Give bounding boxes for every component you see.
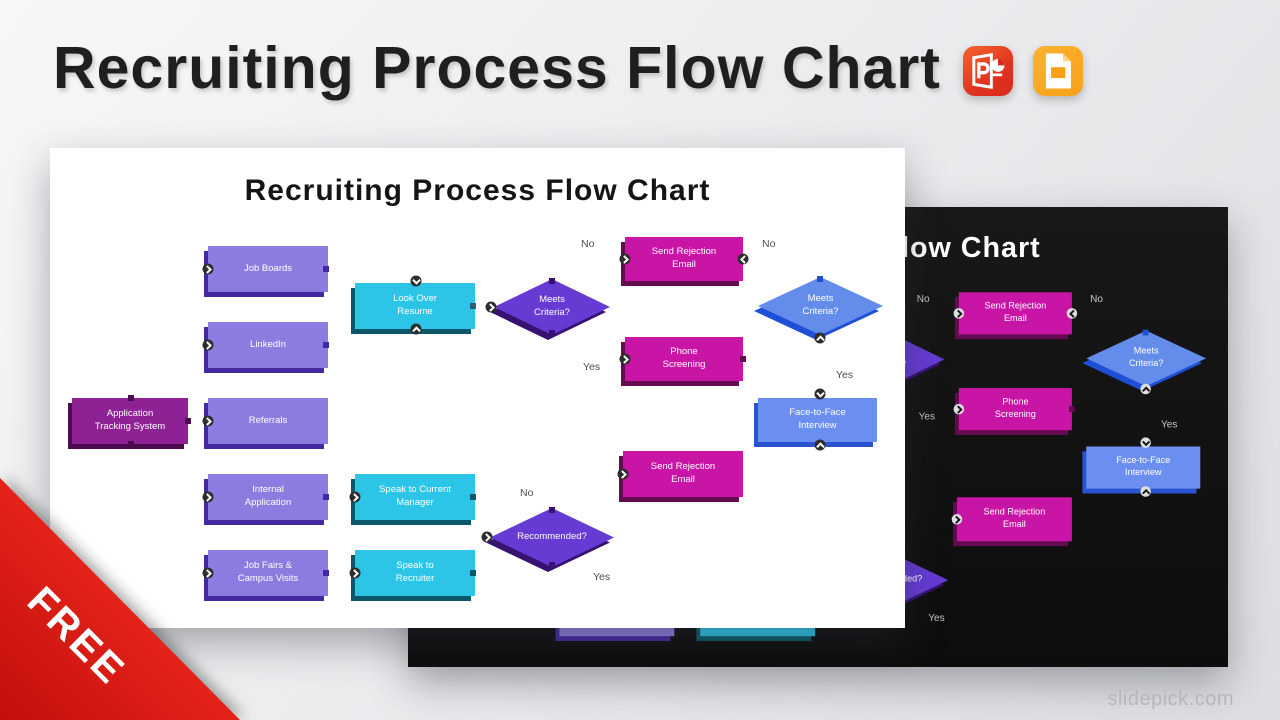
connector-handle [128,395,134,401]
arrow-up-icon [1140,486,1151,497]
arrow-right-icon [617,468,629,480]
arrow-right-icon [953,403,965,415]
connector-handle [1142,329,1149,336]
arrow-right-icon [349,491,361,503]
edge-label-no: No [916,293,930,305]
arrow-right-icon [202,339,214,351]
arrow-up-icon [814,332,826,344]
edge-label-no: No [762,238,776,250]
arrow-left-icon [1066,308,1078,319]
format-badges [962,46,1083,96]
flow-node-linkedin: LinkedIn [208,322,328,368]
arrow-up-icon [410,323,422,335]
flow-node-job-fairs: Job Fairs & Campus Visits [208,550,328,596]
arrow-up-icon [1140,383,1151,395]
connector-handle [323,342,329,348]
arrow-right-icon [202,491,214,503]
flow-node-phone-screening: Phone Screening [625,337,743,381]
powerpoint-icon[interactable] [962,46,1013,96]
flowchart: Application Tracking System Job Boards L… [50,148,905,628]
connector-handle [185,418,191,424]
flow-decision-recommended: Recommended? [486,508,614,572]
edge-label-yes: Yes [583,361,601,373]
connector-handle [549,330,555,336]
flow-node-internal-application: Internal Application [208,474,328,520]
arrow-right-icon [202,567,214,579]
edge-label-yes: Yes [836,369,854,381]
arrow-right-icon [951,514,963,525]
connector-handle [470,570,476,576]
connector-handle [323,494,329,500]
arrow-right-icon [481,531,493,543]
flow-node-face-to-face-interview: Face-to-Face Interview [1086,446,1201,489]
slide-title: Recruiting Process Flow Chart [244,174,711,207]
connector-handle [549,278,555,284]
edge-label-yes: Yes [918,411,936,423]
flow-node-face-to-face-interview: Face-to-Face Interview [758,398,877,442]
edge-label-no: No [581,238,595,250]
flow-node-referrals: Referrals [208,398,328,444]
connector-handle [740,356,746,362]
flow-node-phone-screening: Phone Screening [958,388,1072,431]
arrow-right-icon [202,263,214,275]
watermark-slidepick: slidepick.com [1107,688,1234,710]
arrow-right-icon [349,567,361,579]
edge-label-yes: Yes [1160,418,1178,431]
arrow-up-icon [814,439,826,451]
edge-label-yes: Yes [928,612,945,624]
arrow-right-icon [619,353,631,365]
edge-label-no: No [1090,293,1103,305]
flow-decision-meets-criteria-1: Meets Criteria? [490,279,610,340]
arrow-down-icon [410,275,422,287]
arrow-right-icon [202,415,214,427]
flow-node-send-rejection-2: Send Rejection Email [623,451,743,497]
arrow-right-icon [619,253,631,265]
connector-handle [817,276,823,282]
slide-preview-light[interactable]: Recruiting Process Flow Chart [50,148,905,628]
connector-handle [323,266,329,272]
arrow-right-icon [485,301,497,313]
edge-label-no: No [520,487,534,499]
arrow-left-icon [737,253,749,265]
flow-node-application-tracking-system: Application Tracking System [72,398,188,444]
connector-handle [549,507,555,513]
flow-node-send-rejection-1: Send Rejection Email [958,292,1072,335]
connector-handle [470,303,476,309]
flow-node-send-rejection-2: Send Rejection Email [956,497,1072,542]
flow-node-look-over-resume: Look Over Resume [355,283,475,329]
flow-node-job-boards: Job Boards [208,246,328,292]
arrow-right-icon [953,308,965,319]
connector-handle [128,441,134,447]
free-ribbon: FREE [0,478,240,720]
page-title: Recruiting Process Flow Chart [53,35,941,101]
connector-handle [549,562,555,568]
connector-handle [470,494,476,500]
edge-label-yes: Yes [593,571,611,583]
connector-handle [323,570,329,576]
flow-node-send-rejection-1: Send Rejection Email [625,237,743,281]
page-header: Recruiting Process Flow Chart [53,34,1083,102]
arrow-down-icon [814,388,826,400]
connector-handle [1069,406,1075,413]
flow-decision-meets-criteria-2: Meets Criteria? [754,277,883,340]
arrow-down-icon [1140,437,1151,448]
google-slides-icon[interactable] [1032,46,1083,96]
flow-node-speak-to-manager: Speak to Current Manager [355,474,475,520]
flow-decision-meets-criteria-2: Meets Criteria? [1082,330,1207,391]
flow-node-speak-to-recruiter: Speak to Recruiter [355,550,475,596]
